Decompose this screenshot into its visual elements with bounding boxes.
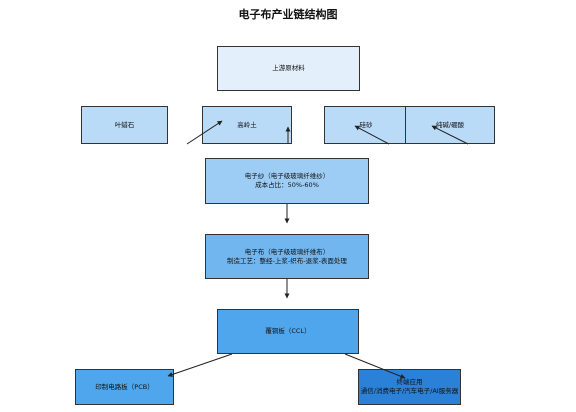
node-pyrophyllite-label: 叶蜡石 (114, 120, 135, 129)
node-electronic-cloth: 电子布（电子级玻璃纤维布） 制造工艺：整经-上浆-织布-退浆-表面处理 (205, 234, 369, 279)
node-electronic-cloth-label: 电子布（电子级玻璃纤维布） 制造工艺：整经-上浆-织布-退浆-表面处理 (227, 247, 347, 265)
node-soda-boric-acid-label: 纯碱/硼酸 (435, 120, 465, 129)
node-silica-sand-label: 硅砂 (359, 120, 373, 129)
node-pcb-label: 印制电路板（PCB） (95, 382, 154, 391)
node-pyrophyllite: 叶蜡石 (81, 106, 168, 144)
node-electronic-yarn: 电子纱（电子级玻璃纤维纱） 成本占比：50%-60% (205, 158, 369, 204)
node-upstream-materials-label: 上游原材料 (272, 64, 305, 73)
node-kaolin-label: 高岭土 (237, 120, 257, 129)
node-ccl: 覆铜板（CCL） (217, 309, 359, 354)
node-silica-sand: 硅砂 (324, 106, 408, 144)
node-end-applications-label: 终端应用 通信/消费电子/汽车电子/AI服务器 (360, 378, 459, 395)
diagram-title: 电子布产业链结构图 (238, 8, 338, 21)
node-electronic-yarn-label: 电子纱（电子级玻璃纤维纱） 成本占比：50%-60% (244, 172, 330, 189)
node-end-applications: 终端应用 通信/消费电子/汽车电子/AI服务器 (358, 369, 461, 405)
node-ccl-label: 覆铜板（CCL） (265, 327, 311, 336)
node-upstream-materials: 上游原材料 (217, 46, 360, 91)
node-pcb: 印制电路板（PCB） (75, 369, 174, 405)
node-kaolin: 高岭土 (202, 106, 292, 144)
node-soda-boric-acid: 纯碱/硼酸 (405, 106, 495, 144)
edge-ccl-to-pcb (167, 353, 233, 377)
